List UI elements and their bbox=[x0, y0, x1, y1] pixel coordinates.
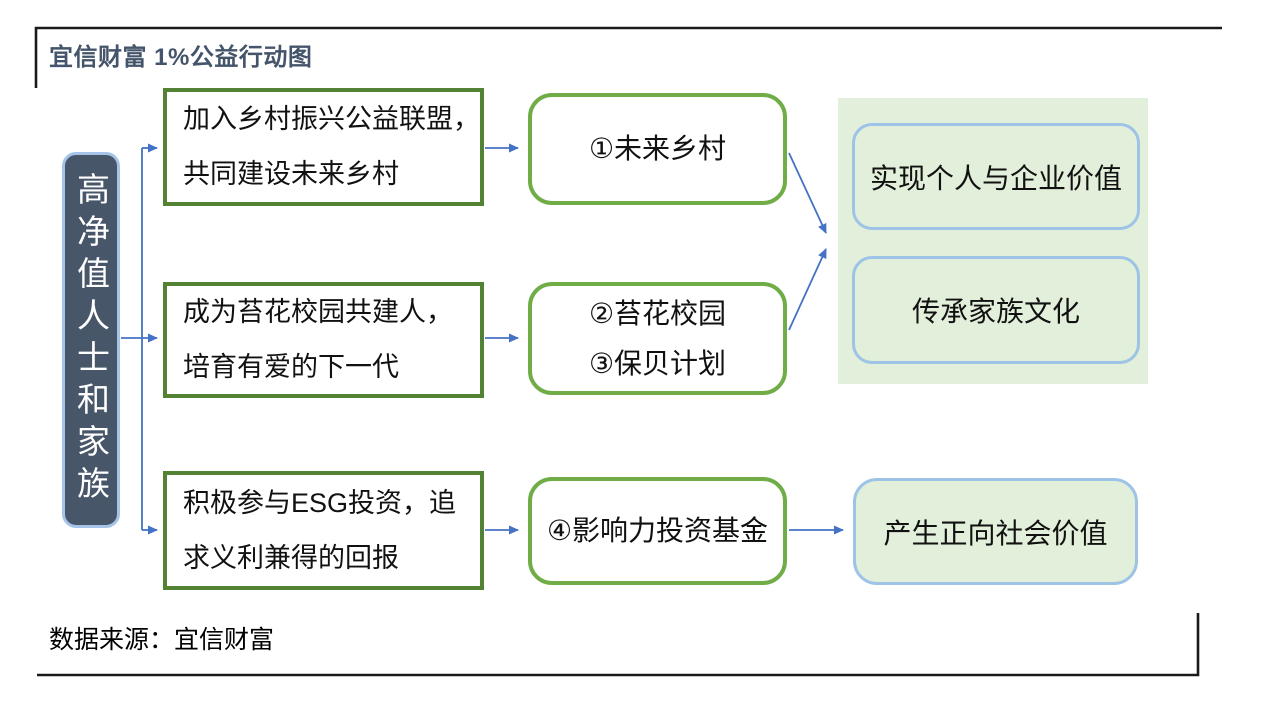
outcome-text: 传承家族文化 bbox=[911, 296, 1080, 327]
outcome-text: 实现个人与企业价值 bbox=[869, 162, 1122, 194]
program-text-line: ④影响力投资基金 bbox=[546, 515, 769, 546]
actor-label: 高净值人士和家族 bbox=[72, 172, 110, 508]
figure-title: 宜信财富 1%公益行动图 bbox=[49, 44, 313, 71]
outcome-box-personal-enterprise-value: 实现个人与企业价值 bbox=[852, 123, 1140, 230]
value-panel: 实现个人与企业价值 传承家族文化 bbox=[838, 98, 1148, 384]
outcome-box-social-value: 产生正向社会价值 bbox=[853, 478, 1138, 585]
action-text-line: 加入乡村振兴公益联盟， bbox=[183, 104, 480, 134]
outcome-box-family-culture: 传承家族文化 bbox=[852, 256, 1140, 364]
action-text-line: 积极参与ESG投资，追 bbox=[183, 487, 457, 518]
program-text-line: ②苔花校园 bbox=[588, 297, 727, 329]
program-text-line: ①未来乡村 bbox=[588, 133, 727, 164]
action-text-line: 成为苔花校园共建人， bbox=[183, 297, 453, 327]
action-text-line: 求义利兼得的回报 bbox=[183, 542, 399, 573]
program-box-impact-fund: ④影响力投资基金 bbox=[528, 477, 787, 585]
program-box-campus-baobei: ②苔花校园 ③保贝计划 bbox=[528, 282, 787, 395]
program-box-future-village: ①未来乡村 bbox=[528, 93, 787, 205]
data-source-note: 数据来源：宜信财富 bbox=[49, 626, 275, 654]
action-text-line: 培育有爱的下一代 bbox=[183, 352, 399, 382]
actor-box: 高净值人士和家族 bbox=[62, 152, 120, 528]
program-text-line: ③保贝计划 bbox=[588, 347, 727, 379]
arrow-program2-to-panel bbox=[788, 248, 827, 331]
action-text-line: 共同建设未来乡村 bbox=[183, 159, 399, 189]
arrow-program1-to-panel bbox=[788, 152, 827, 234]
action-box-taihua-campus: 成为苔花校园共建人， 培育有爱的下一代 bbox=[163, 282, 484, 398]
action-box-rural-alliance: 加入乡村振兴公益联盟， 共同建设未来乡村 bbox=[163, 88, 484, 206]
outcome-text: 产生正向社会价值 bbox=[883, 517, 1108, 549]
action-box-esg-investing: 积极参与ESG投资，追 求义利兼得的回报 bbox=[163, 471, 484, 590]
